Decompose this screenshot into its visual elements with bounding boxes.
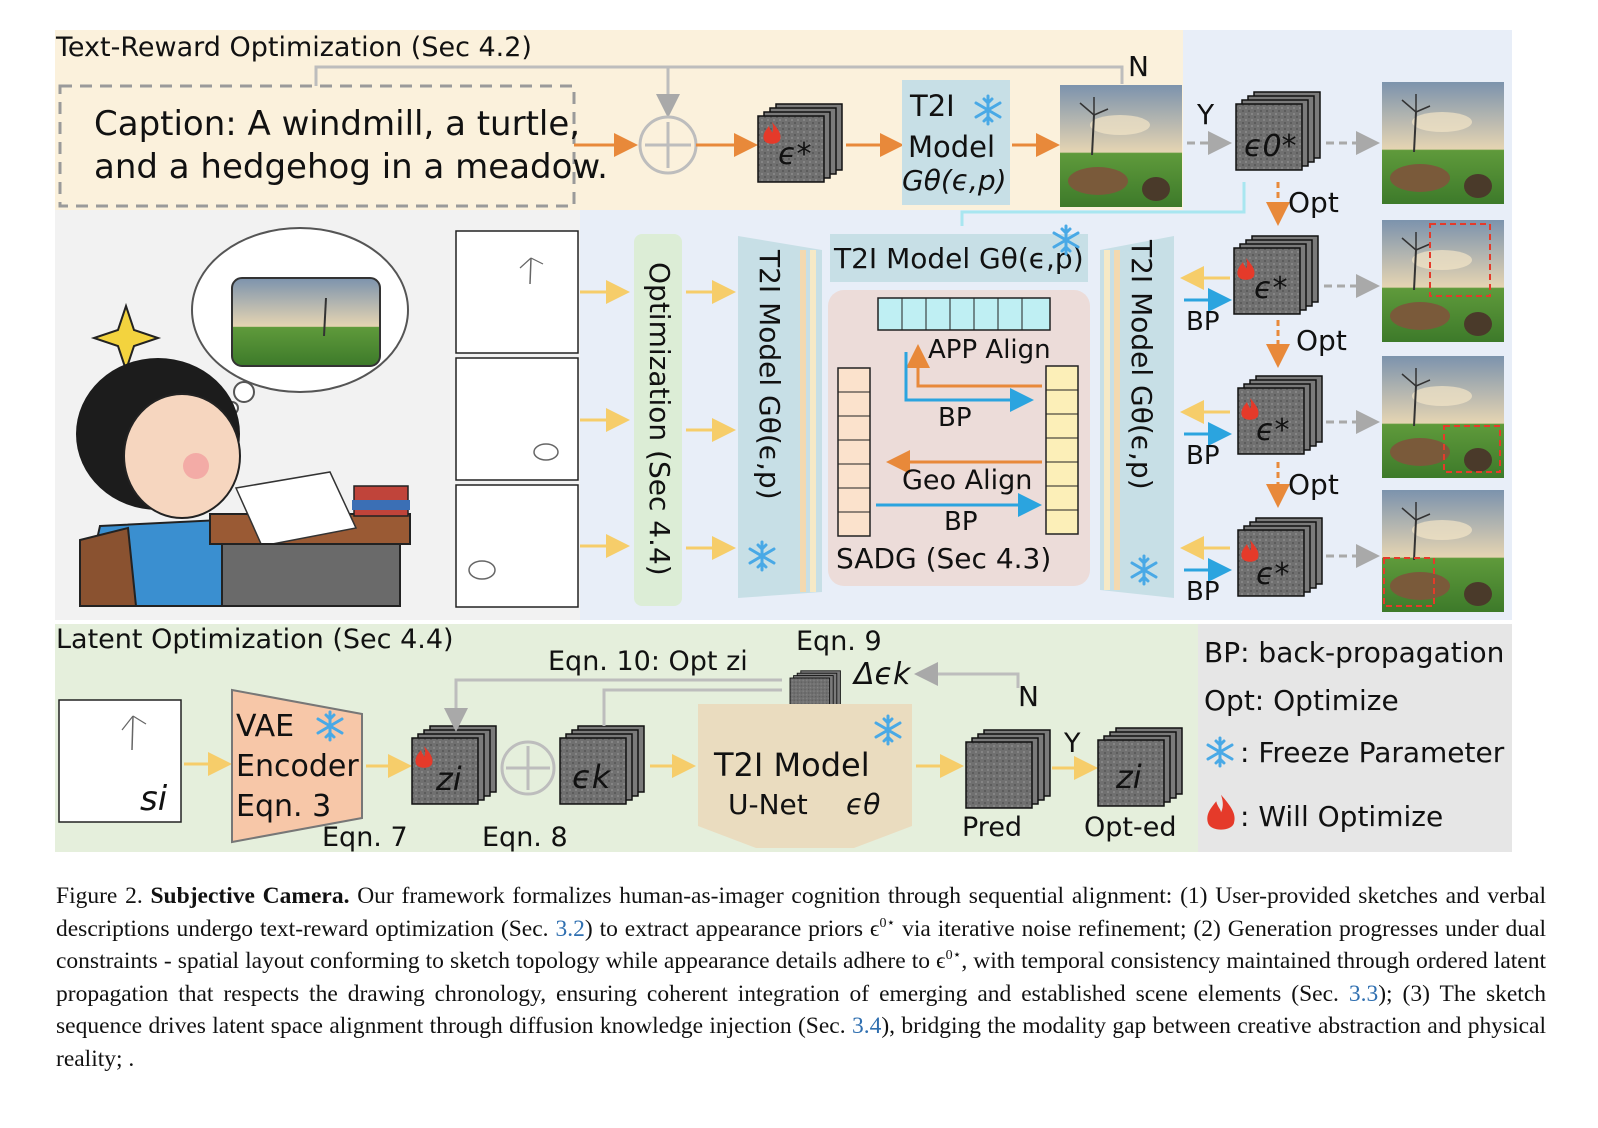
left-token-column (837, 367, 871, 537)
app-token-row (877, 297, 1051, 331)
legend-freeze: : Freeze Parameter (1240, 736, 1505, 769)
svg-text:BP: BP (944, 507, 978, 537)
svg-text:VAE: VAE (236, 709, 294, 744)
svg-text:APP Align: APP Align (928, 335, 1051, 365)
figure-title: Subjective Camera. (150, 883, 350, 909)
child-illustration (76, 227, 411, 607)
sadg-label: SADG (Sec 4.3) (836, 542, 1051, 575)
legend-opt: Opt: Optimize (1204, 684, 1399, 717)
eps-star-top: ϵ* (778, 137, 811, 172)
svg-text:ϵk: ϵk (572, 758, 612, 796)
svg-text:Eqn. 7: Eqn. 7 (322, 822, 408, 853)
svg-text:T2I: T2I (909, 89, 955, 123)
optimization-label: Optimization (Sec 4.4) (643, 262, 676, 576)
n-label-top: N (1128, 50, 1149, 83)
svg-text:BP: BP (1186, 577, 1220, 607)
framework-diagram: Text-Reward Optimization (Sec 4.2) Capti… (55, 30, 1512, 853)
svg-text:Δϵk: Δϵk (852, 657, 912, 692)
svg-text:Eqn. 8: Eqn. 8 (482, 822, 568, 853)
sketch-2 (455, 357, 579, 481)
t2i-model-center (830, 234, 1088, 282)
ref-link[interactable]: 3.3 (1348, 980, 1379, 1007)
svg-text:BP: BP (938, 403, 972, 433)
svg-text:Pred: Pred (962, 812, 1022, 843)
svg-text:ϵθ: ϵθ (846, 788, 880, 821)
figure-caption: Figure 2. Subjective Camera. Our framewo… (56, 883, 1547, 1072)
t2i-unet (698, 704, 912, 848)
legend-will: : Will Optimize (1240, 800, 1443, 833)
svg-text:BP: BP (1186, 307, 1220, 337)
caption-line-2: and a hedgehog in a meadow. (94, 147, 608, 187)
svg-text:Model: Model (908, 130, 995, 164)
svg-text:Opt-ed: Opt-ed (1084, 812, 1176, 843)
svg-text:Opt: Opt (1296, 324, 1347, 357)
svg-text:Gθ(ϵ,p): Gθ(ϵ,p) (902, 164, 1007, 197)
svg-text:Y: Y (1063, 728, 1081, 759)
sketch-3 (455, 484, 579, 608)
legend-bp: BP: back-propagation (1204, 636, 1504, 669)
latent-title: Latent Optimization (Sec 4.4) (56, 624, 454, 655)
svg-text:Eqn. 9: Eqn. 9 (796, 626, 882, 657)
svg-text:Geo Align: Geo Align (902, 465, 1032, 496)
svg-text:BP: BP (1186, 441, 1220, 471)
svg-text:N: N (1018, 680, 1039, 713)
svg-text:T2I Model: T2I Model (713, 746, 870, 784)
opt-label-top: Opt (1288, 186, 1339, 219)
svg-text:T2I Model Gθ(ϵ,p): T2I Model Gθ(ϵ,p) (753, 249, 786, 500)
svg-text:T2I Model Gθ(ϵ,p): T2I Model Gθ(ϵ,p) (1125, 239, 1158, 490)
sketch-1 (455, 230, 579, 354)
svg-text:Eqn. 10: Opt zi: Eqn. 10: Opt zi (548, 646, 748, 677)
ref-link[interactable]: 3.4 (851, 1013, 882, 1040)
ref-link[interactable]: 3.2 (555, 915, 585, 942)
svg-text:si: si (140, 779, 168, 819)
svg-text:zi: zi (1115, 758, 1142, 796)
right-token-column (1045, 365, 1079, 535)
sum-node-bottom (500, 740, 556, 796)
svg-text:zi: zi (435, 760, 462, 798)
y-label-top: Y (1196, 98, 1215, 131)
svg-text:Encoder: Encoder (236, 749, 359, 784)
figure-label: Figure 2. (56, 883, 143, 909)
sketch-input (58, 699, 182, 823)
caption-line-1: Caption: A windmill, a turtle, (94, 104, 580, 144)
svg-text:ϵ*: ϵ* (1254, 271, 1287, 306)
svg-text:Eqn. 3: Eqn. 3 (236, 789, 331, 824)
svg-text:U-Net: U-Net (728, 788, 808, 821)
text-reward-title: Text-Reward Optimization (Sec 4.2) (55, 32, 532, 63)
svg-text:T2I Model Gθ(ϵ,p): T2I Model Gθ(ϵ,p) (833, 242, 1084, 275)
svg-text:ϵ*: ϵ* (1256, 413, 1289, 448)
svg-text:Opt: Opt (1288, 468, 1339, 501)
optimization-box (634, 234, 682, 606)
legend-panel (1198, 624, 1512, 852)
caption-box (58, 84, 576, 208)
eps0-star: ϵ0* (1244, 129, 1297, 164)
svg-text:ϵ*: ϵ* (1256, 557, 1289, 592)
